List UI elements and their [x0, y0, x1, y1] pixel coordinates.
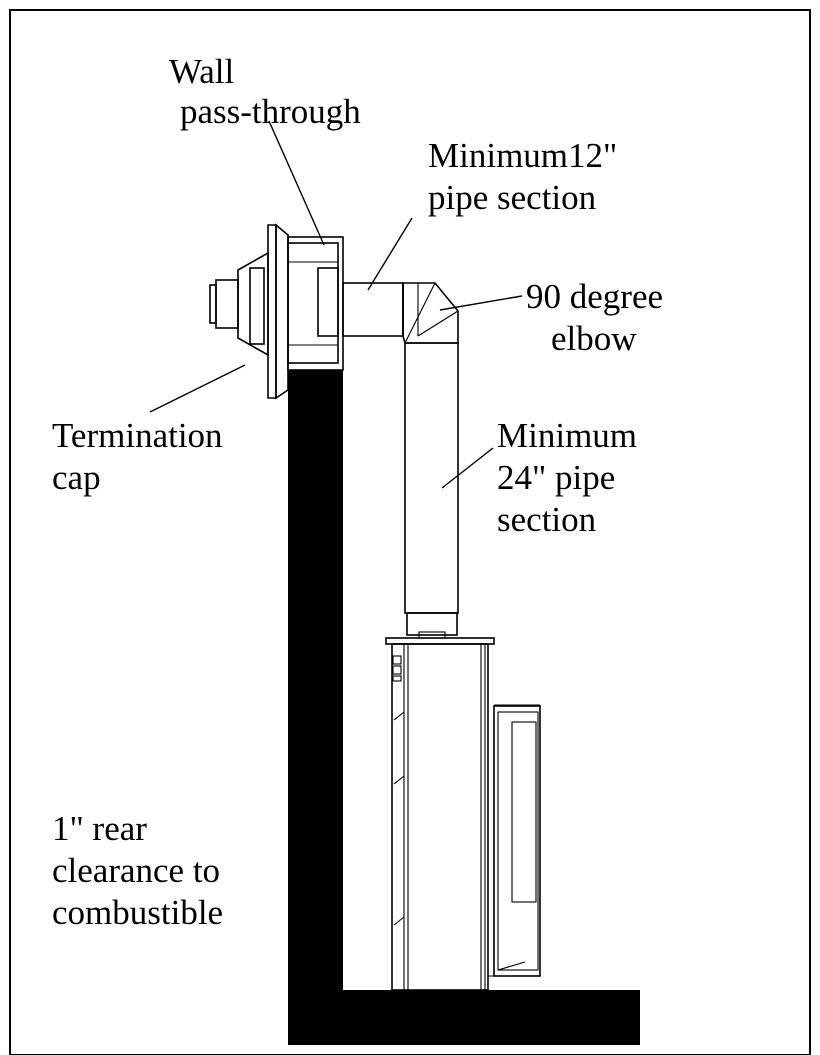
leader-termination-cap: [149, 364, 246, 413]
leader-elbow-90: [439, 295, 523, 311]
label-min-24-pipe-line1: Minimum: [497, 416, 637, 455]
termination-cap: [209, 223, 289, 400]
label-rear-clearance-line2: clearance to: [52, 851, 220, 890]
leader-lines: [149, 120, 523, 489]
labels: Wall pass-through Minimum12" pipe sectio…: [52, 52, 672, 932]
label-min-24-pipe-line2: 24" pipe: [497, 458, 615, 497]
label-termination-cap-line2: cap: [52, 458, 101, 497]
wall-pass-through: [287, 236, 344, 371]
label-min-12-pipe-line1: Minimum12": [428, 136, 617, 175]
label-termination-cap-line1: Termination: [52, 416, 223, 455]
vertical-pipe-section: [404, 342, 459, 639]
label-rear-clearance-line1: 1" rear: [52, 809, 147, 848]
label-rear-clearance-line3: combustible: [52, 893, 223, 932]
label-min-12-pipe-line2: pipe section: [428, 178, 596, 217]
label-elbow-90: 90 degree elbow: [526, 277, 672, 358]
label-rear-clearance: 1" rear clearance to combustible: [52, 809, 229, 932]
label-min-24-pipe-line3: section: [497, 500, 596, 539]
stove: [385, 637, 541, 991]
horizontal-pipe-section: [342, 282, 404, 337]
elbow-90: [402, 282, 459, 344]
leader-wall-pass-through: [268, 120, 325, 246]
page-border: [9, 9, 811, 1055]
label-termination-cap: Termination cap: [52, 416, 231, 497]
leader-min-12-pipe: [367, 217, 413, 291]
label-min-24-pipe: Minimum 24" pipe section: [497, 416, 646, 539]
label-min-12-pipe: Minimum12" pipe section: [428, 136, 626, 217]
label-wall-pass-through-line1: Wall: [169, 52, 234, 91]
label-wall-pass-through: Wall pass-through: [169, 52, 361, 131]
wall: [288, 370, 640, 1045]
label-wall-pass-through-line2: pass-through: [180, 92, 361, 131]
label-elbow-90-line1: 90 degree: [526, 277, 663, 316]
label-elbow-90-line2: elbow: [551, 319, 637, 358]
leader-min-24-pipe: [441, 447, 494, 489]
